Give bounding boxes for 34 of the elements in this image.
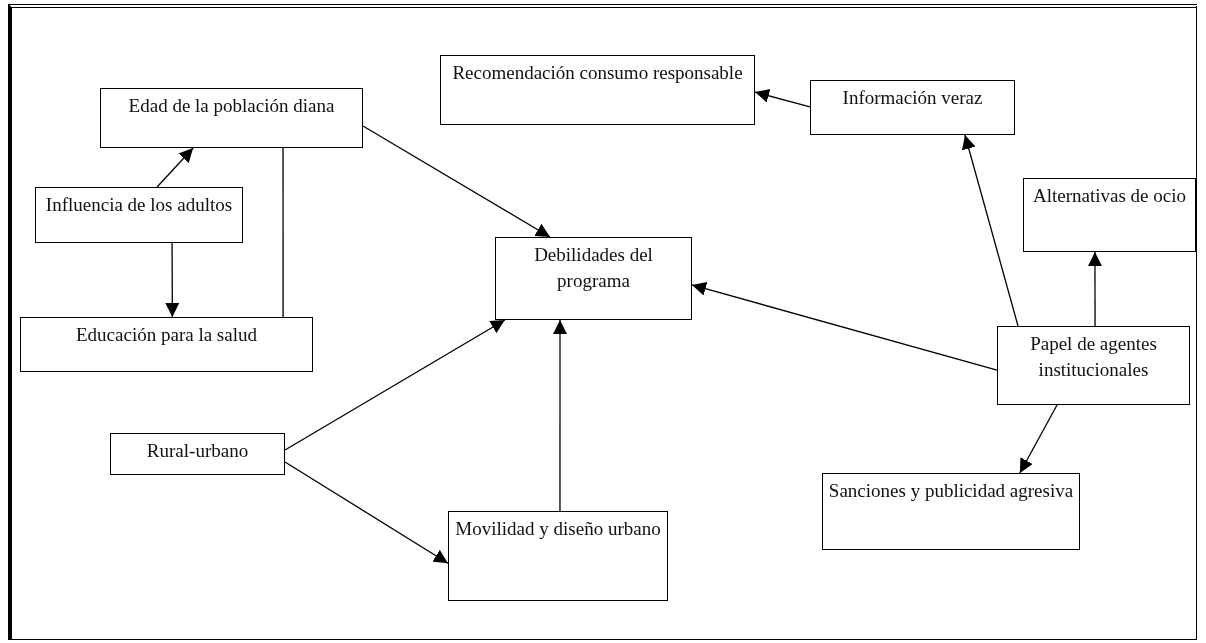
process-box — [810, 80, 1015, 135]
arrow — [691, 282, 998, 371]
node-label: Papel de agentes institucionales — [1029, 332, 1158, 382]
process-box — [1023, 178, 1196, 252]
node-label: Alternativas de ocio — [1033, 184, 1186, 208]
arrow — [962, 134, 1019, 327]
process-box — [448, 511, 668, 601]
arrow — [362, 125, 551, 238]
process-box — [495, 237, 692, 320]
arrow — [1088, 251, 1102, 327]
arrow — [284, 461, 449, 564]
arrow — [165, 242, 180, 318]
node-label: Edad de la población diana — [128, 94, 335, 118]
arrow — [284, 319, 506, 451]
node-label: Educación para la salud — [76, 323, 257, 347]
node-label: Influencia de los adultos — [45, 193, 233, 217]
process-box — [35, 187, 243, 243]
process-box — [110, 433, 285, 475]
arrow — [1019, 404, 1058, 474]
process-box — [822, 473, 1080, 550]
node-label: Sanciones y publicidad agresiva — [828, 479, 1074, 503]
node-label: Movilidad y diseño urbano — [455, 517, 661, 541]
process-box — [440, 55, 755, 125]
process-box — [997, 326, 1190, 405]
connector-line — [282, 147, 284, 318]
process-box — [20, 317, 313, 372]
node-label: Información veraz — [842, 86, 983, 110]
arrow — [553, 319, 567, 512]
arrow — [754, 89, 811, 108]
node-label: Recomendación consumo responsable — [452, 61, 743, 85]
node-label: Debilidades del programa — [533, 243, 654, 293]
arrow — [156, 147, 194, 188]
process-box — [100, 88, 363, 148]
node-label: Rural-urbano — [146, 439, 249, 463]
